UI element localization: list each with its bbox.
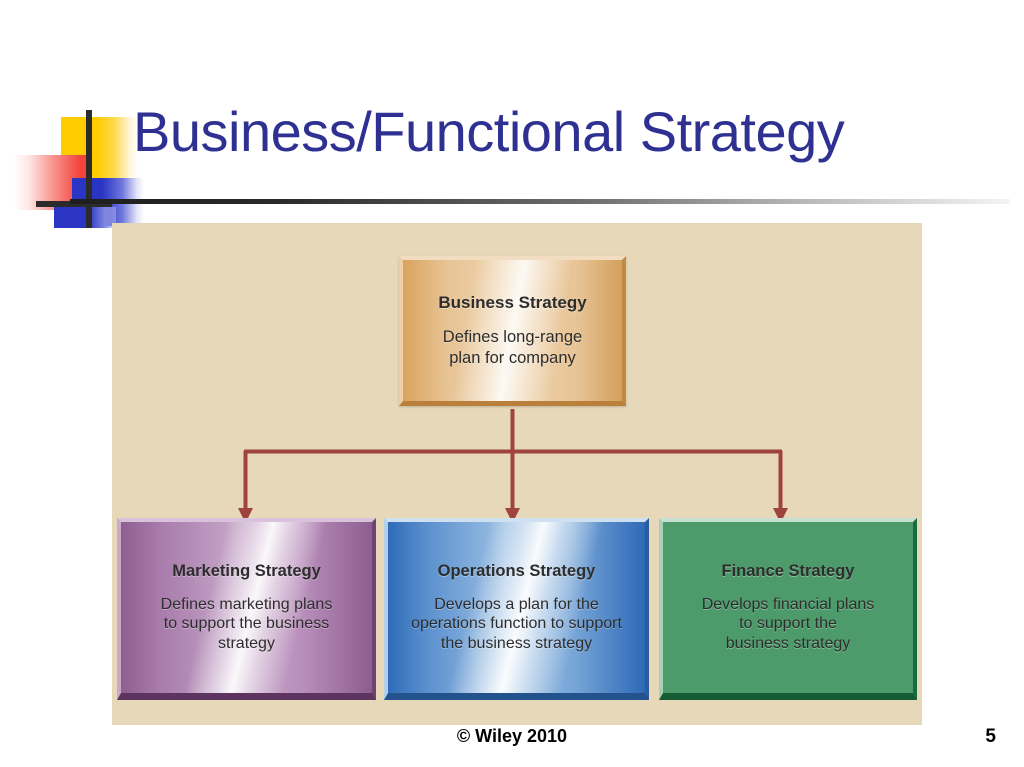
business-strategy-title: Business Strategy (438, 293, 587, 313)
finance-strategy-body-line: to support the (739, 615, 837, 633)
decoration-horizontal-rule (36, 201, 112, 207)
page-title: Business/Functional Strategy (133, 100, 845, 163)
finance-strategy-body-line: Develops financial plans (701, 595, 875, 613)
operations-strategy-body-line: operations function to support (411, 615, 622, 633)
marketing-strategy-body-line: to support the business (163, 615, 330, 633)
operations-strategy-box: Operations Strategy Develops a plan for … (384, 518, 649, 700)
marketing-strategy-body: Defines marketing plans to support the b… (161, 595, 333, 654)
finance-strategy-body: Develops financial plans to support the … (702, 595, 875, 654)
business-strategy-body-line: Defines long-range (442, 328, 583, 347)
operations-strategy-title: Operations Strategy (437, 561, 596, 580)
footer-page-number: 5 (985, 726, 996, 747)
decoration-vertical-rule (86, 110, 92, 228)
business-strategy-body-line: plan for company (449, 348, 576, 367)
title-decoration-motif (14, 110, 144, 228)
marketing-strategy-body-line: Defines marketing plans (160, 595, 333, 613)
marketing-strategy-title: Marketing Strategy (172, 561, 321, 580)
finance-strategy-box: Finance Strategy Develops financial plan… (659, 518, 917, 700)
footer-copyright: © Wiley 2010 (456, 726, 568, 746)
business-strategy-body: Defines long-range plan for company (443, 327, 582, 367)
finance-strategy-body-line: business strategy (725, 634, 851, 652)
slide-header: Business/Functional Strategy (0, 0, 1024, 228)
business-strategy-box: Business Strategy Defines long-range pla… (399, 256, 626, 406)
operations-strategy-body-line: Develops a plan for the (434, 595, 599, 613)
marketing-strategy-box: Marketing Strategy Defines marketing pla… (117, 518, 376, 700)
operations-strategy-body-line: the business strategy (440, 634, 593, 652)
operations-strategy-body: Develops a plan for the operations funct… (411, 595, 622, 654)
marketing-strategy-body-line: strategy (218, 634, 275, 652)
decoration-blue-tab (54, 207, 116, 228)
title-underline-rule (70, 199, 1010, 204)
strategy-hierarchy-diagram: Business Strategy Defines long-range pla… (112, 223, 922, 725)
finance-strategy-title: Finance Strategy (721, 561, 855, 580)
